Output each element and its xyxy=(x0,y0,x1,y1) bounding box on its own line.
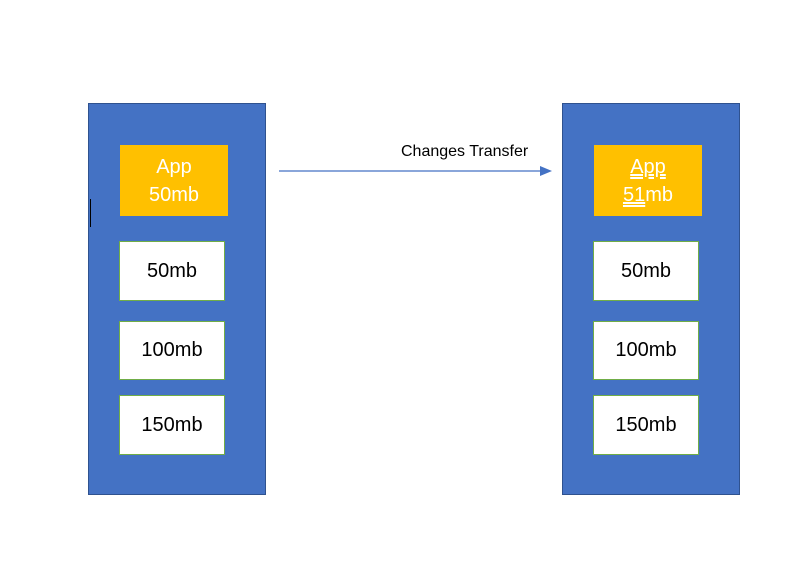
left-app-size: 50mb xyxy=(148,183,200,206)
left-layer-2-label: 100mb xyxy=(141,339,203,361)
right-app-size-prefix: 51 xyxy=(622,183,646,206)
right-app-size: 51mb xyxy=(623,181,673,209)
right-layer-1: 50mb xyxy=(593,241,699,301)
right-layer-2-label: 100mb xyxy=(615,339,677,361)
left-app-layer: App 50mb xyxy=(120,145,228,216)
right-layer-1-label: 50mb xyxy=(620,259,672,282)
right-layer-3-label: 150mb xyxy=(615,413,677,436)
right-layer-3: 150mb xyxy=(593,395,699,455)
right-app-label: App xyxy=(630,155,666,178)
text-cursor xyxy=(90,199,91,227)
transfer-arrow-head xyxy=(540,166,552,176)
right-layer-2: 100mb xyxy=(593,321,699,380)
left-layer-1: 50mb xyxy=(119,241,225,301)
right-app-layer: App 51mb xyxy=(594,145,702,216)
left-layer-3: 150mb xyxy=(119,395,225,455)
left-image-stack: App 50mb 50mb 100mb 150mb xyxy=(88,103,266,495)
transfer-arrow-label: Changes Transfer xyxy=(401,143,529,160)
right-image-stack: App 51mb 50mb 100mb 150mb xyxy=(562,103,740,495)
left-layer-1-label: 50mb xyxy=(146,259,198,282)
left-app-label: App xyxy=(156,155,192,178)
left-layer-3-label: 150mb xyxy=(141,413,203,436)
right-app-size-suffix: mb xyxy=(645,183,674,206)
left-layer-2: 100mb xyxy=(119,321,225,380)
